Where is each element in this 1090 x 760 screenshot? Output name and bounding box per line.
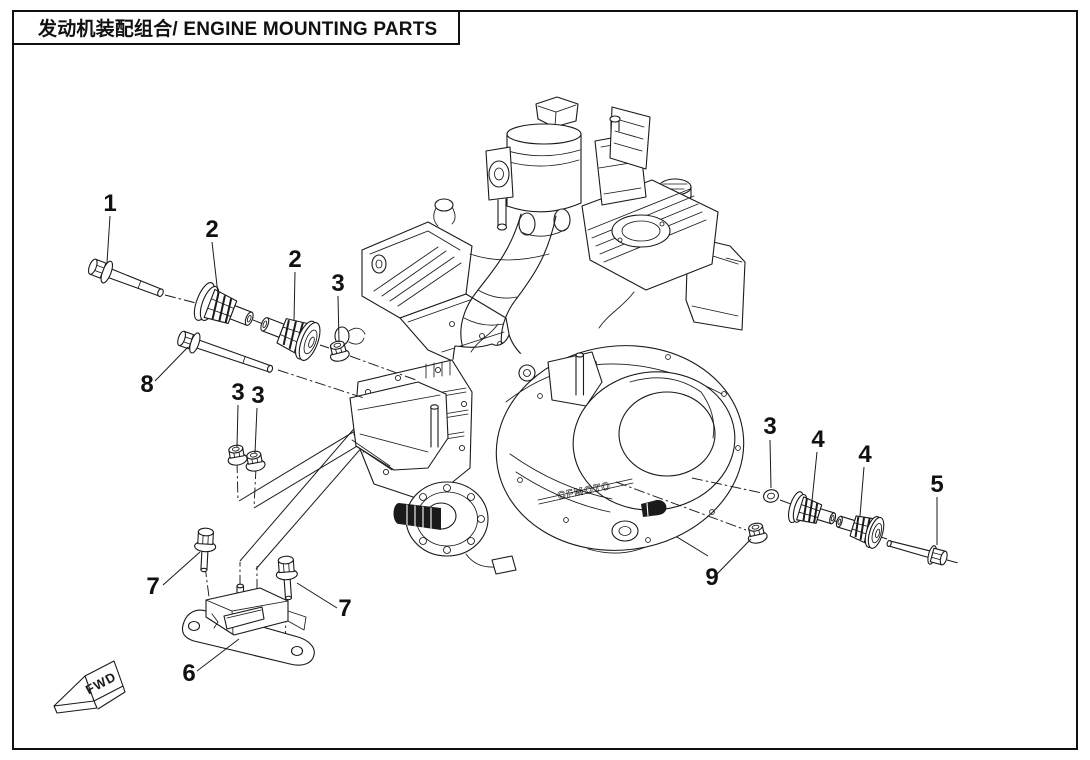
callout-3: 3 [331,270,344,297]
title-box: 发动机装配组合/ ENGINE MOUNTING PARTS [12,10,460,45]
part-bolt-8 [175,327,276,379]
part-bolt-5 [885,534,949,568]
part-mount-2a [189,279,261,340]
callout-1: 1 [103,190,116,217]
callout-5: 5 [930,471,943,498]
part-bracket-6 [182,584,314,665]
callout-3: 3 [231,379,244,406]
page-title: 发动机装配组合/ ENGINE MOUNTING PARTS [38,19,438,40]
part-mount-4b [831,504,888,551]
page-border [12,10,1078,750]
part-bolt-7b [274,554,300,601]
callout-6: 6 [182,660,195,687]
callout-2: 2 [288,246,301,273]
part-bolt-7a [192,527,218,573]
leader-lines [107,216,937,671]
callout-4: 4 [811,426,825,453]
part-nut-3c [243,449,267,474]
callout-3: 3 [251,382,264,409]
callout-2: 2 [205,216,218,243]
part-nut-3b [225,443,249,468]
part-washer-3d [761,487,781,505]
callout-8: 8 [140,371,153,398]
callout-9: 9 [705,564,718,591]
callout-3: 3 [763,413,776,440]
callout-7: 7 [338,595,351,622]
part-mount-2b [253,303,326,365]
callout-7: 7 [146,573,159,600]
engine-illustration: CFMOTO [335,97,756,574]
fwd-arrow: FWD [54,661,125,713]
part-bolt-1 [86,255,168,305]
callout-4: 4 [858,441,872,468]
